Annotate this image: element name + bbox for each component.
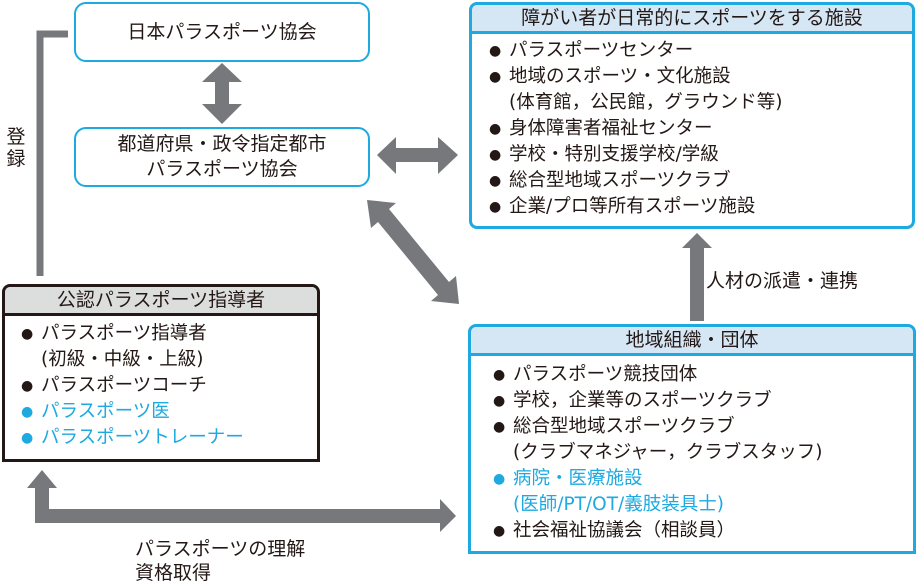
prefectural-association-box: 都道府県・政令指定都市 パラスポーツ協会 [74, 127, 370, 187]
list-item: ● パラスポーツコーチ [21, 373, 317, 399]
list-item: ● 企業/プロ等所有スポーツ施設 [489, 194, 912, 220]
facilities-title: 障がい者が日常的にスポーツをする施設 [472, 5, 912, 34]
list-item-text: 病院・医療施設 [513, 468, 643, 489]
bullet-icon: ● [489, 173, 502, 189]
facilities-list: ● パラスポーツセンター ● 地域のスポーツ・文化施設 (体育館，公民館，グラウンド等)… [472, 34, 912, 220]
list-item-text: 企業/プロ等所有スポーツ施設 [509, 196, 756, 217]
understanding-label: パラスポーツの理解 資格取得 [135, 538, 306, 584]
double-arrow-bottom [27, 470, 456, 532]
bullet-icon: ● [493, 393, 506, 409]
list-item: ● パラスポーツトレーナー [21, 425, 317, 451]
local-orgs-list: ● パラスポーツ競技団体 ● 学校，企業等のスポーツクラブ ● 総合型地域スポーツクラブ (… [471, 356, 913, 544]
arrow-up-dispatch [682, 233, 712, 321]
facilities-panel: 障がい者が日常的にスポーツをする施設 ● パラスポーツセンター ● 地域のスポーツ・文… [469, 2, 915, 229]
registration-connector [36, 30, 68, 276]
list-item-subtext: (体育館，公民館，グラウンド等) [509, 92, 783, 113]
bullet-icon: ● [21, 404, 34, 420]
instructors-title: 公認パラスポーツ指導者 [5, 287, 317, 316]
bullet-icon: ● [489, 199, 502, 215]
list-item-subtext: (クラブマネジャー，クラブスタッフ) [513, 442, 823, 463]
list-item-text: 総合型地域スポーツクラブ [509, 170, 731, 191]
bullet-icon: ● [489, 43, 502, 59]
bullet-icon: ● [21, 378, 34, 394]
list-item-text: パラスポーツコーチ [41, 375, 207, 396]
dispatch-label: 人材の派遣・連携 [706, 270, 859, 292]
list-item-text: 地域のスポーツ・文化施設 [509, 66, 731, 87]
bullet-icon: ● [21, 326, 34, 342]
jpsa-box: 日本パラスポーツ協会 [74, 2, 370, 62]
list-item: ● 病院・医療施設 [493, 466, 913, 492]
list-item-text: パラスポーツセンター [509, 40, 694, 61]
bullet-icon: ● [493, 419, 506, 435]
bullet-icon: ● [21, 430, 34, 446]
list-item-text: パラスポーツトレーナー [41, 427, 244, 448]
list-item-text: 社会福祉協議会（相談員） [513, 520, 736, 541]
list-item-text: パラスポーツ医 [41, 401, 170, 422]
list-item: ● 総合型地域スポーツクラブ [489, 168, 912, 194]
list-item-text: パラスポーツ競技団体 [513, 364, 698, 385]
prefectural-line1: 都道府県・政令指定都市 [117, 133, 327, 155]
list-item-text: 学校，企業等のスポーツクラブ [513, 390, 772, 411]
list-item: ● 地域のスポーツ・文化施設 [489, 64, 912, 90]
jpsa-label: 日本パラスポーツ協会 [127, 20, 317, 43]
list-item-text: 総合型地域スポーツクラブ [513, 416, 735, 437]
bullet-icon: ● [493, 471, 506, 487]
list-item: ● 学校，企業等のスポーツクラブ [493, 388, 913, 414]
local-orgs-panel: 地域組織・団体 ● パラスポーツ競技団体 ● 学校，企業等のスポーツクラブ ● 総合型地域… [468, 324, 916, 554]
list-item: ● 社会福祉協議会（相談員） [493, 518, 913, 544]
bullet-icon: ● [489, 69, 502, 85]
list-item-text: パラスポーツ指導者 [41, 323, 207, 344]
list-item: ● 総合型地域スポーツクラブ [493, 414, 913, 440]
instructors-panel: 公認パラスポーツ指導者 ● パラスポーツ指導者 (初級・中級・上級) ● パラスポーツコ… [2, 284, 320, 462]
list-item-text: 身体障害者福祉センター [509, 118, 713, 139]
bullet-icon: ● [493, 367, 506, 383]
list-item-text: 学校・特別支援学校/学級 [509, 144, 719, 165]
list-item: ● 身体障害者福祉センター [489, 116, 912, 142]
double-arrow-horizontal [377, 137, 458, 174]
registration-label: 登 録 [6, 126, 26, 170]
list-item: ● パラスポーツ競技団体 [493, 362, 913, 388]
double-arrow-vertical [202, 63, 242, 124]
double-arrow-diagonal [367, 200, 459, 304]
list-item: ● 学校・特別支援学校/学級 [489, 142, 912, 168]
instructors-list: ● パラスポーツ指導者 (初級・中級・上級) ● パラスポーツコーチ ● パラスポーツ医 ● パ… [5, 316, 317, 451]
list-item: ● パラスポーツ医 [21, 399, 317, 425]
list-item: ● パラスポーツ指導者 [21, 321, 317, 347]
list-item-subtext: (医師/PT/OT/義肢装具士) [513, 494, 724, 515]
prefectural-line2: パラスポーツ協会 [146, 158, 298, 180]
list-item-subtext: (初級・中級・上級) [41, 349, 204, 370]
list-item: ● パラスポーツセンター [489, 38, 912, 64]
bullet-icon: ● [489, 147, 502, 163]
local-orgs-title: 地域組織・団体 [471, 327, 913, 356]
bullet-icon: ● [489, 121, 502, 137]
bullet-icon: ● [493, 523, 506, 539]
